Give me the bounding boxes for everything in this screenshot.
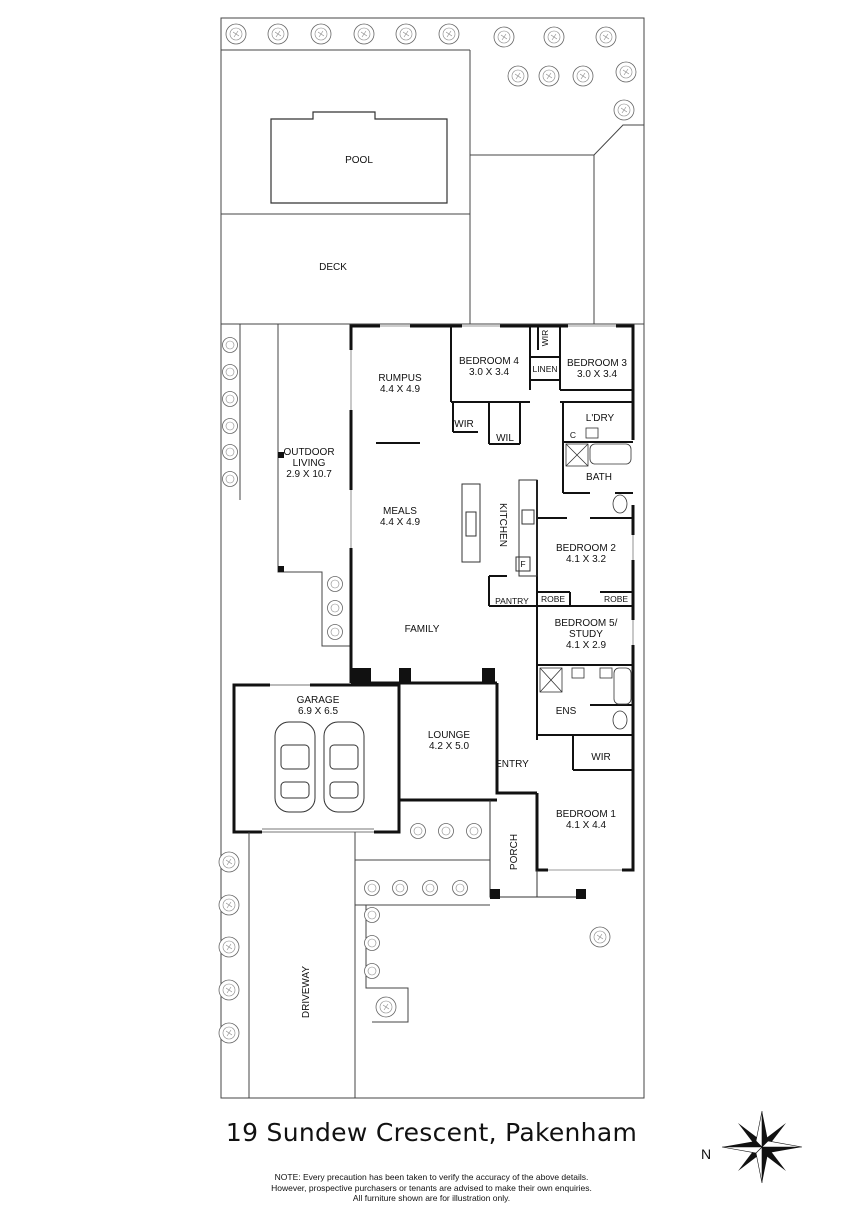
label-driveway: DRIVEWAY (301, 966, 312, 1019)
disclaimer-line: NOTE: Every precaution has been taken to… (274, 1172, 589, 1182)
label-bedroom3-size: 3.0 X 3.4 (577, 369, 617, 380)
label-deck: DECK (319, 262, 347, 273)
backyard-lines (221, 49, 644, 325)
label-bedroom3: BEDROOM 3 (567, 358, 627, 369)
label-fridge: F (520, 559, 525, 569)
front-shrubs (218, 823, 611, 1044)
label-bath: BATH (586, 472, 612, 483)
interior-walls (450, 326, 633, 771)
label-bedroom2: BEDROOM 2 (556, 543, 616, 554)
label-bedroom5-1: BEDROOM 5/ (555, 618, 618, 629)
label-outdoor-living-1: OUTDOOR (283, 447, 334, 458)
label-family: FAMILY (405, 624, 440, 635)
label-outdoor-living-size: 2.9 X 10.7 (286, 469, 332, 480)
pool-outline (270, 111, 448, 204)
label-bedroom1-size: 4.1 X 4.4 (566, 820, 606, 831)
label-bedroom2-size: 4.1 X 3.2 (566, 554, 606, 565)
label-laundry: L'DRY (586, 413, 615, 424)
label-garage-size: 6.9 X 6.5 (298, 706, 338, 717)
label-entry: ENTRY (495, 759, 529, 770)
label-lounge-size: 4.2 X 5.0 (429, 741, 469, 752)
label-bedroom1: BEDROOM 1 (556, 809, 616, 820)
front-garden-lines (248, 832, 490, 1098)
disclaimer-note: NOTE: Every precaution has been taken to… (0, 1172, 863, 1204)
bath-fittings (539, 427, 632, 730)
label-rumpus: RUMPUS (378, 373, 422, 384)
label-linen: LINEN (532, 364, 557, 374)
kitchen-fittings (461, 479, 538, 577)
compass-north-label: N (701, 1146, 712, 1162)
label-pantry: PANTRY (495, 596, 529, 606)
disclaimer-line: All furniture shown are for illustration… (352, 1193, 511, 1203)
property-address: 19 Sundew Crescent, Pakenham (225, 1118, 638, 1147)
label-rumpus-size: 4.4 X 4.9 (380, 384, 420, 395)
columns (351, 668, 495, 684)
label-garage: GARAGE (297, 695, 340, 706)
label-porch: PORCH (509, 834, 520, 870)
compass-rose-icon (721, 1110, 803, 1184)
label-bedroom5-size: 4.1 X 2.9 (566, 640, 606, 651)
label-wir-top: WIR (540, 330, 550, 347)
label-meals-size: 4.4 X 4.9 (380, 517, 420, 528)
label-kitchen: KITCHEN (497, 503, 508, 547)
label-bedroom4: BEDROOM 4 (459, 356, 519, 367)
house-walls (349, 324, 635, 872)
label-laundry-c: C (570, 430, 576, 440)
site-boundary (220, 17, 645, 1099)
label-bedroom5-2: STUDY (569, 629, 603, 640)
outdoor-living-outline (239, 324, 351, 647)
label-wil: WIL (496, 433, 514, 444)
label-wir-left: WIR (454, 419, 473, 430)
label-lounge: LOUNGE (428, 730, 471, 741)
label-bedroom4-size: 3.0 X 3.4 (469, 367, 509, 378)
disclaimer-line: However, prospective purchasers or tenan… (271, 1182, 592, 1193)
label-pool: POOL (345, 155, 373, 166)
label-robe-right: ROBE (604, 594, 628, 604)
label-wir-bed1: WIR (591, 752, 610, 763)
cars (274, 721, 365, 813)
label-ens: ENS (556, 706, 577, 717)
label-outdoor-living-2: LIVING (293, 458, 326, 469)
top-shrubs (225, 23, 637, 121)
label-meals: MEALS (383, 506, 417, 517)
garage-walls (232, 683, 401, 834)
room-labels: POOL DECK RUMPUS 4.4 X 4.9 BEDROOM 4 3.0… (283, 155, 628, 1018)
label-robe-left: ROBE (541, 594, 565, 604)
